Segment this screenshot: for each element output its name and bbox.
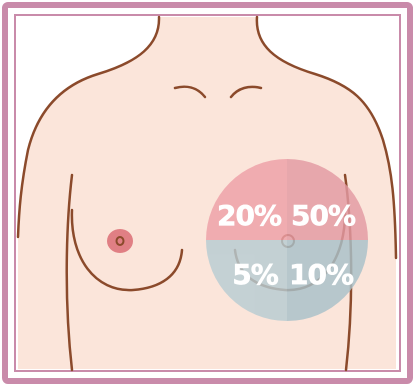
- quadrant-overlay: [206, 159, 368, 321]
- lower-outer-percent: 5%: [232, 258, 278, 291]
- left-nipple: [107, 229, 133, 253]
- lower-inner-percent: 10%: [289, 258, 354, 291]
- upper-inner-percent: 50%: [291, 199, 356, 232]
- upper-outer-percent: 20%: [217, 199, 282, 232]
